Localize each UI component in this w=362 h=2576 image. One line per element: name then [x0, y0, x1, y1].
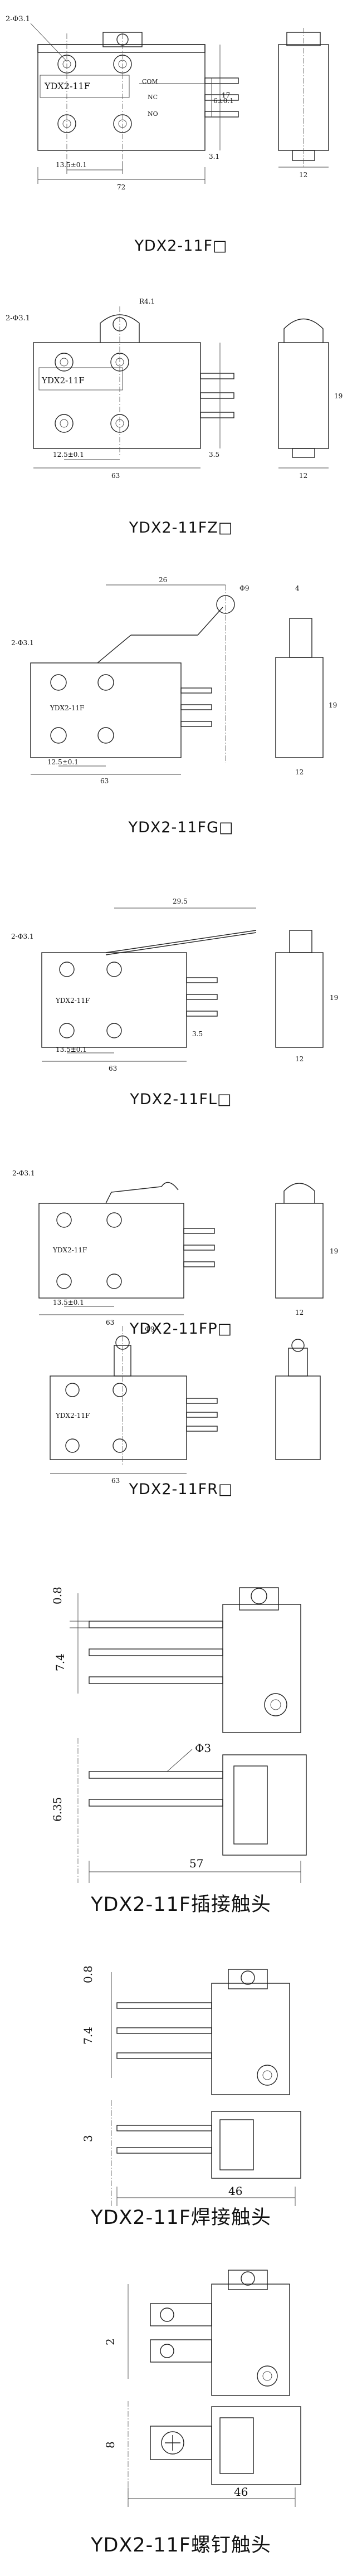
section-plug-terminal: 0.8 7.4 Φ3 6.35 57 YDX2-11F插接触头: [0, 1526, 362, 1950]
label-model: YDX2-11F: [44, 81, 90, 91]
dim-h17: 17: [222, 91, 230, 99]
label-model-6: YDX2-11F: [55, 1412, 90, 1419]
caption-solder-terminal: YDX2-11F焊接触头: [91, 2207, 271, 2229]
section-ydx2-11fp: 13.5±0.1 63 12 19 2-Φ3.1 YDX2-11F YDX2-1…: [0, 1136, 362, 1382]
label-roller-phi9-2: Φ9: [145, 1325, 154, 1333]
dim-w63: 63: [111, 472, 120, 480]
dim-t74-2: 7.4: [81, 2027, 95, 2045]
caption-ydx2-11fz: YDX2-11FZ□: [129, 519, 233, 536]
label-com: COM: [142, 78, 158, 85]
label-nc: NC: [148, 94, 158, 101]
drawing-ydx2-11f: 13.5±0.1 72 12 17 6±0.1 3.1 2-Φ3.1 YDX2-…: [6, 15, 329, 191]
label-hole-5: 2-Φ3.1: [12, 1169, 35, 1177]
drawing-solder-terminal: 0.8 7.4 3 46: [81, 1965, 301, 2206]
dim-l46: 46: [228, 2184, 242, 2198]
dim-t08-2: 0.8: [81, 1965, 95, 1983]
caption-plug-terminal: YDX2-11F插接触头: [91, 1894, 271, 1916]
drawing-screw-terminal: 2 8 46: [104, 2270, 301, 2507]
label-hole-4: 2-Φ3.1: [11, 933, 34, 940]
dim-t08: 0.8: [51, 1587, 64, 1604]
dim-w63-4: 63: [106, 1319, 114, 1326]
label-model-5: YDX2-11F: [52, 1246, 87, 1254]
caption-ydx2-11fr: YDX2-11FR□: [129, 1481, 233, 1498]
dim-t635: 6.35: [51, 1797, 64, 1822]
dim-d19-2: 19: [329, 701, 337, 709]
dim-w63-3: 63: [109, 1065, 117, 1072]
dim-t8: 8: [104, 2441, 117, 2448]
dim-p125-2: 12.5±0.1: [47, 758, 79, 766]
section-ydx2-11f: 13.5±0.1 72 12 17 6±0.1 3.1 2-Φ3.1 YDX2-…: [0, 0, 362, 312]
dim-l57: 57: [189, 1857, 203, 1870]
dim-p135-3: 13.5±0.1: [53, 1299, 84, 1306]
dim-h35-2: 3.5: [192, 1030, 203, 1038]
dim-d12-3: 12: [295, 768, 304, 776]
dim-d12-2: 12: [299, 472, 307, 480]
section-ydx2-11fg: 26 Φ9 4 12.5±0.1 63 12 19 2-Φ3.1 YDX2-11…: [0, 574, 362, 886]
dim-p135-2: 13.5±0.1: [56, 1046, 87, 1053]
dim-w63-5: 63: [111, 1477, 120, 1485]
drawing-ydx2-11fr: Φ9 YDX2-11F 63: [50, 1325, 321, 1485]
dim-p125: 12.5±0.1: [53, 451, 84, 458]
dim-p135: 13.5±0.1: [56, 161, 87, 169]
dim-d4: 4: [295, 584, 300, 592]
label-model-4: YDX2-11F: [55, 997, 90, 1004]
dim-l295: 29.5: [173, 897, 188, 905]
dim-h35: 3.5: [209, 451, 219, 458]
label-roller-phi9: Φ9: [239, 584, 249, 592]
section-ydx2-11fl: 29.5 13.5±0.1 63 12 19 3.5 2-Φ3.1 YDX2-1…: [0, 869, 362, 1159]
dim-l26: 26: [159, 576, 167, 584]
section-screw-terminal: 2 8 46 YDX2-11F螺钉触头: [0, 2251, 362, 2576]
drawing-ydx2-11fz: 12.5±0.1 63 12 19 3.5 2-Φ3.1 R4.1 YDX2-1…: [6, 297, 343, 480]
label-model-3: YDX2-11F: [50, 704, 84, 712]
dim-t2: 2: [104, 2338, 117, 2345]
dim-t74: 7.4: [53, 1653, 67, 1671]
dim-w63-2: 63: [100, 777, 109, 785]
caption-screw-terminal: YDX2-11F螺钉触头: [91, 2534, 271, 2557]
dim-w72: 72: [117, 183, 125, 191]
caption-ydx2-11f: YDX2-11F□: [134, 237, 228, 255]
dim-d12: 12: [299, 171, 307, 179]
section-ydx2-11fr: Φ9 YDX2-11F 63 YDX2-11FR□: [0, 1320, 362, 1543]
label-hole-2: 2-Φ3.1: [6, 314, 30, 323]
label-model-2: YDX2-11F: [41, 375, 85, 386]
caption-ydx2-11fl: YDX2-11FL□: [130, 1091, 232, 1108]
dim-d19-3: 19: [330, 994, 338, 1002]
dim-l46b: 46: [234, 2485, 248, 2499]
drawing-ydx2-11fl: 29.5 13.5±0.1 63 12 19 3.5 2-Φ3.1 YDX2-1…: [11, 897, 338, 1072]
dim-d19: 19: [334, 392, 343, 400]
label-roller-r41: R4.1: [139, 297, 155, 305]
dim-d12-4: 12: [295, 1055, 304, 1063]
dim-d12-5: 12: [295, 1309, 304, 1316]
drawing-ydx2-11fp: 13.5±0.1 63 12 19 2-Φ3.1 YDX2-11F: [12, 1169, 338, 1326]
dim-phi3: Φ3: [195, 1741, 211, 1755]
label-hole-3: 2-Φ3.1: [11, 639, 34, 647]
dim-d19-4: 19: [330, 1247, 338, 1255]
dim-h6: 6±0.1: [213, 97, 234, 105]
dim-h31: 3.1: [209, 153, 219, 160]
caption-ydx2-11fp: YDX2-11FP□: [129, 1320, 233, 1338]
label-hole: 2-Φ3.1: [6, 15, 30, 23]
caption-ydx2-11fg: YDX2-11FG□: [128, 819, 234, 836]
label-no: NO: [148, 110, 158, 118]
section-ydx2-11fz: 12.5±0.1 63 12 19 3.5 2-Φ3.1 R4.1 YDX2-1…: [0, 290, 362, 591]
section-solder-terminal: 0.8 7.4 3 46 YDX2-11F焊接触头: [0, 1950, 362, 2262]
dim-t3: 3: [81, 2135, 95, 2142]
drawing-ydx2-11fg: 26 Φ9 4 12.5±0.1 63 12 19 2-Φ3.1 YDX2-11…: [11, 576, 337, 785]
drawing-plug-terminal: 0.8 7.4 Φ3 6.35 57: [51, 1587, 307, 1883]
